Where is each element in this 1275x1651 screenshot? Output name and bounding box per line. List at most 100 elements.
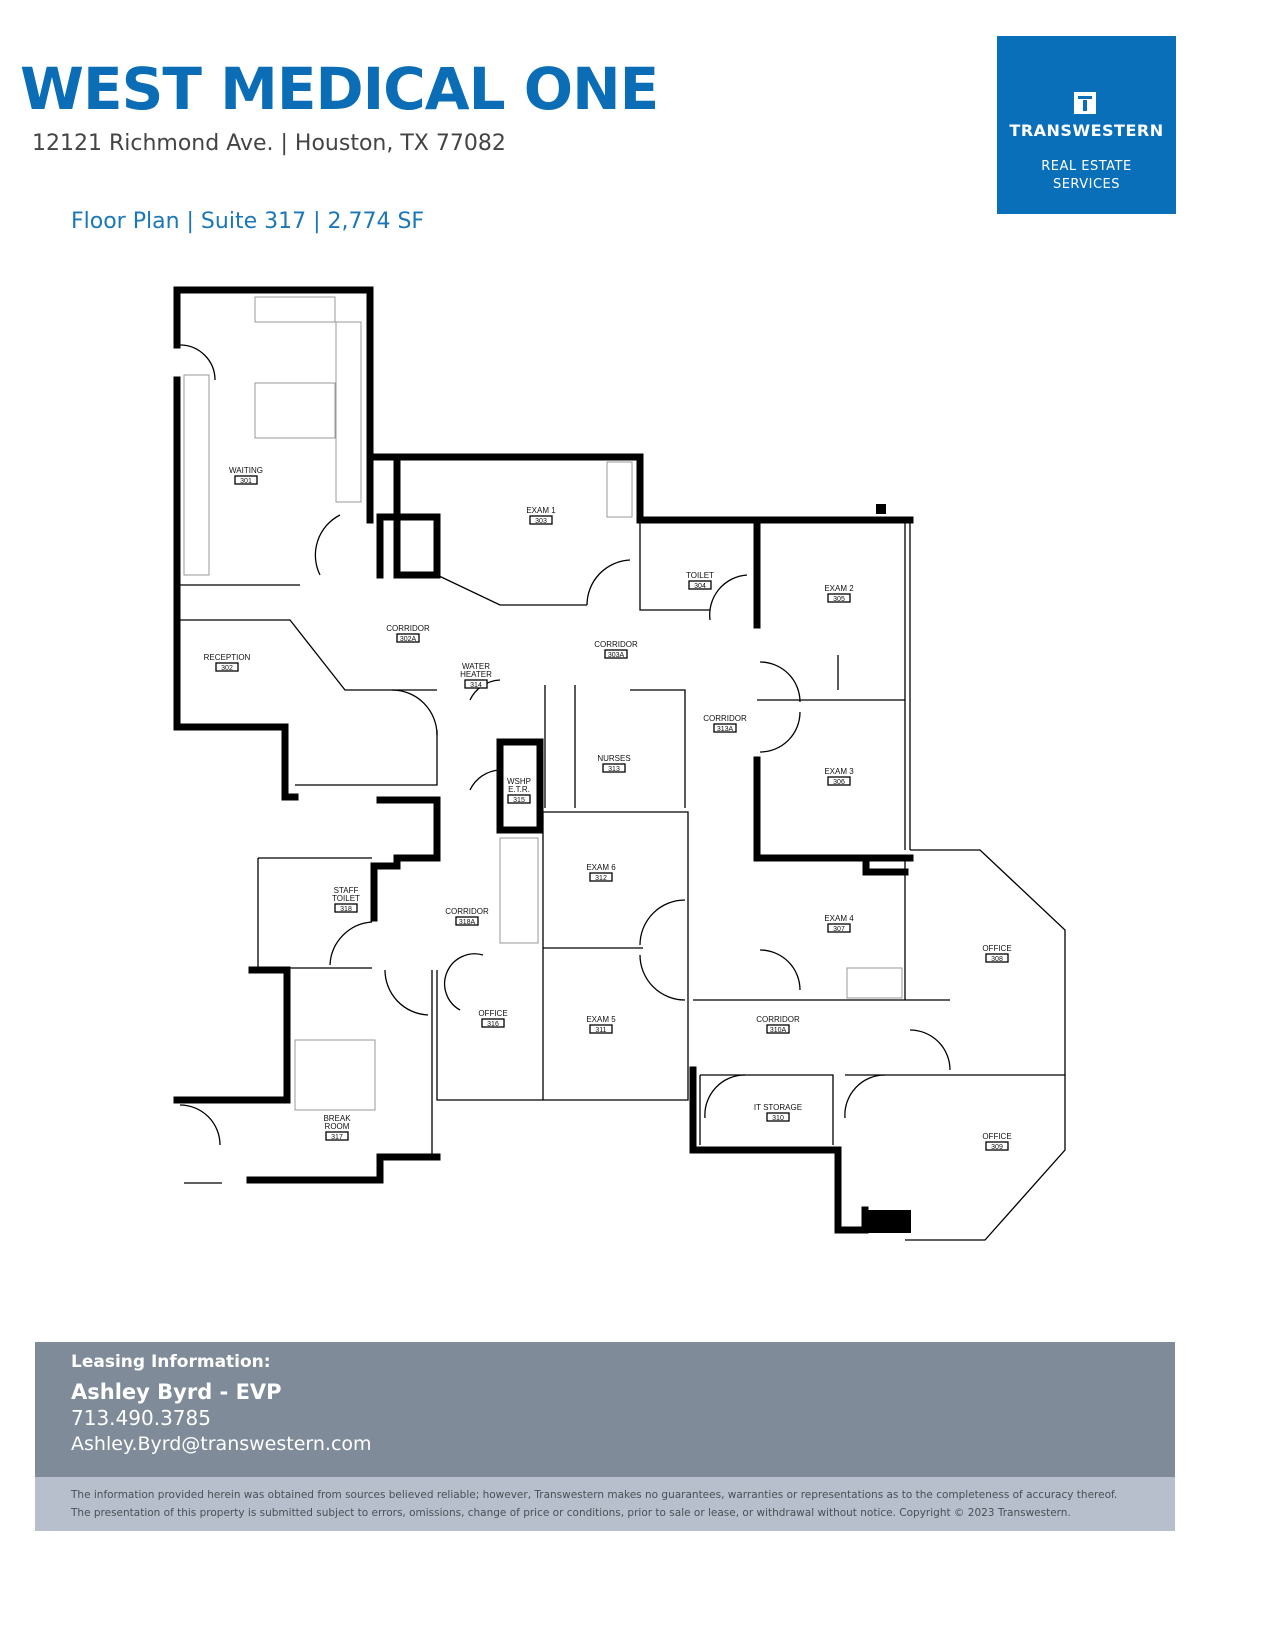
- room-number-box: [827, 923, 851, 933]
- room-number-box: [589, 872, 613, 882]
- room-number-box: [325, 1131, 349, 1141]
- room-label: CORRIDOR 313A: [703, 714, 747, 733]
- contact-email[interactable]: Ashley.Byrd@transwestern.com: [71, 1433, 372, 1455]
- room-number: 301: [240, 478, 252, 485]
- room-name: RECEPTION: [204, 653, 251, 662]
- room-name: EXAM 5: [586, 1015, 616, 1024]
- room-number: 305: [833, 596, 845, 603]
- room-number-box: [985, 953, 1009, 963]
- room-name: TOILET: [686, 571, 714, 580]
- room-name: CORRIDOR: [594, 640, 638, 649]
- leasing-info-panel: Leasing Information: Ashley Byrd - EVP 7…: [35, 1342, 1175, 1477]
- room-name: BREAK: [323, 1114, 351, 1123]
- room-number-box: [602, 763, 626, 773]
- room-label: IT STORAGE 310: [754, 1103, 802, 1122]
- room-name: TOILET: [332, 894, 360, 903]
- room-name: CORRIDOR: [445, 907, 489, 916]
- room-number-box: [827, 593, 851, 603]
- room-label: EXAM 6 312: [586, 863, 616, 882]
- room-name: E.T.R.: [508, 785, 530, 794]
- room-number: 306: [833, 779, 845, 786]
- property-address: 12121 Richmond Ave. | Houston, TX 77082: [32, 131, 506, 156]
- transwestern-t-icon: [1074, 92, 1096, 114]
- room-name: WAITING: [229, 466, 263, 475]
- room-name: IT STORAGE: [754, 1103, 802, 1112]
- room-number-box: [215, 662, 239, 672]
- room-number: 303: [535, 518, 547, 525]
- disclaimer: The information provided herein was obta…: [35, 1477, 1175, 1531]
- room-name: EXAM 4: [824, 914, 854, 923]
- room-number-box: [766, 1024, 790, 1034]
- leasing-heading: Leasing Information:: [71, 1352, 271, 1372]
- room-name: OFFICE: [478, 1009, 507, 1018]
- property-title: WEST MEDICAL ONE: [20, 55, 659, 123]
- interior-lines: [180, 520, 1066, 1241]
- disclaimer-line2: The presentation of this property is sub…: [71, 1507, 1071, 1519]
- room-label: EXAM 4 307: [824, 914, 854, 933]
- room-number: 316: [487, 1021, 499, 1028]
- room-name: CORRIDOR: [756, 1015, 800, 1024]
- room-name: ROOM: [325, 1122, 350, 1131]
- room-label: CORRIDOR 303A: [594, 640, 638, 659]
- room-number: 303A: [608, 652, 625, 659]
- room-number-box: [985, 1141, 1009, 1151]
- room-number: 310: [772, 1115, 784, 1122]
- room-name: CORRIDOR: [703, 714, 747, 723]
- room-number-box: [481, 1018, 505, 1028]
- room-label: NURSES 313: [597, 754, 630, 773]
- room-number: 304: [694, 583, 706, 590]
- room-name: CORRIDOR: [386, 624, 430, 633]
- room-name: EXAM 6: [586, 863, 616, 872]
- room-name: OFFICE: [982, 1132, 1011, 1141]
- room-name: HEATER: [460, 670, 492, 679]
- room-number: 315: [513, 797, 525, 804]
- room-number-box: [827, 776, 851, 786]
- fixtures: [183, 296, 903, 1111]
- room-number-box: [529, 515, 553, 525]
- room-number-box: [464, 679, 488, 689]
- room-number: 313: [608, 766, 620, 773]
- room-number: 312: [595, 875, 607, 882]
- room-number-box: [234, 475, 258, 485]
- room-number: 313A: [717, 726, 734, 733]
- transwestern-logo: TRANSWESTERN REAL ESTATE SERVICES: [997, 36, 1176, 214]
- room-number-box: [455, 916, 479, 926]
- room-number: 308: [991, 956, 1003, 963]
- room-name: NURSES: [597, 754, 630, 763]
- room-label: RECEPTION 302: [204, 653, 251, 672]
- logo-name: TRANSWESTERN: [1009, 121, 1164, 140]
- room-label: EXAM 3 306: [824, 767, 854, 786]
- room-number-box: [713, 723, 737, 733]
- contact-phone[interactable]: 713.490.3785: [71, 1406, 211, 1430]
- room-name: WATER: [462, 662, 490, 671]
- room-label: TOILET 304: [686, 571, 714, 590]
- room-label: CORRIDOR 318A: [445, 907, 489, 926]
- room-number: 310A: [770, 1027, 787, 1034]
- disclaimer-line1: The information provided herein was obta…: [71, 1489, 1118, 1501]
- doors: [179, 344, 951, 1146]
- room-number-box: [334, 903, 358, 913]
- room-number: 302: [221, 665, 233, 672]
- room-label: WAITING 301: [229, 466, 263, 485]
- room-name: STAFF: [334, 886, 359, 895]
- room-number-box: [604, 649, 628, 659]
- room-name: EXAM 3: [824, 767, 854, 776]
- room-name: WSHP: [507, 777, 531, 786]
- room-label: OFFICE 309: [982, 1132, 1011, 1151]
- logo-tagline-line2: SERVICES: [1052, 177, 1121, 192]
- room-number: 307: [833, 926, 845, 933]
- room-label: OFFICE 316: [478, 1009, 507, 1028]
- room-number: 318A: [459, 919, 476, 926]
- room-number: 314: [470, 682, 482, 689]
- room-number: 302A: [400, 636, 417, 643]
- room-number: 309: [991, 1144, 1003, 1151]
- floor-plan-subtitle: Floor Plan | Suite 317 | 2,774 SF: [71, 209, 425, 234]
